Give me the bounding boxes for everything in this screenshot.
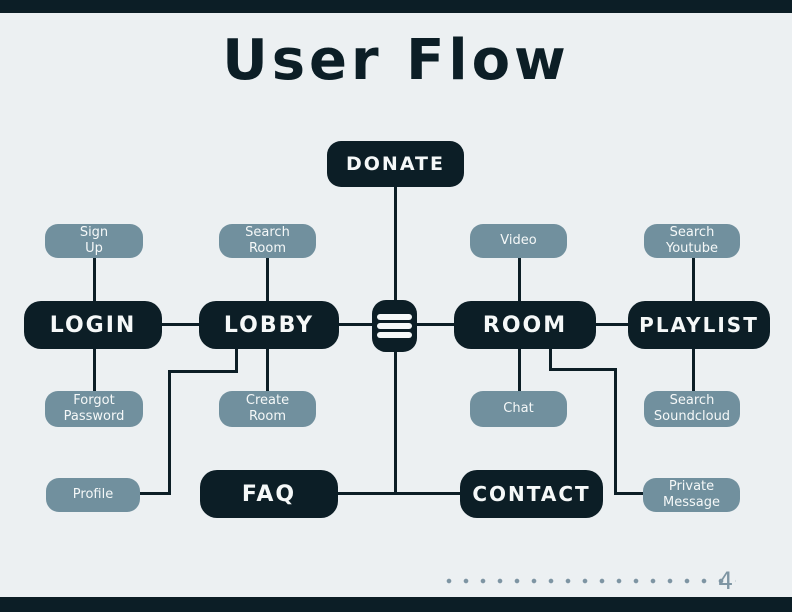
connector-playlist-searchsoundcloud [692, 349, 695, 392]
top-bar [0, 0, 792, 13]
connector-room-privatemessage-seg1 [549, 349, 552, 371]
node-sign-up: Sign Up [45, 224, 143, 258]
node-video-line1: Video [500, 233, 537, 248]
node-sign-up-line1: Sign [79, 225, 109, 240]
connector-room-playlist [596, 323, 628, 326]
connector-login-lobby [162, 323, 199, 326]
node-search-room: Search Room [219, 224, 316, 258]
node-private-message: Private Message [643, 478, 740, 512]
node-create-room-line1: Create [245, 393, 290, 408]
node-search-room-line2: Room [248, 241, 287, 256]
node-private-message-line2: Message [663, 495, 720, 510]
node-chat: Chat [470, 391, 567, 427]
node-playlist-label: PLAYLIST [639, 313, 759, 337]
node-search-youtube-line1: Search [669, 225, 715, 240]
node-login: LOGIN [24, 301, 162, 349]
node-search-soundcloud: Search Soundcloud [644, 391, 740, 427]
node-private-message-line1: Private [668, 479, 715, 494]
node-faq: FAQ [200, 470, 338, 518]
node-lobby-label: LOBBY [223, 312, 315, 338]
node-search-soundcloud-line2: Soundcloud [653, 409, 731, 424]
node-contact: CONTACT [460, 470, 603, 518]
menu-bar-line [377, 332, 412, 338]
menu-bar-line [377, 314, 412, 320]
node-sign-up-line2: Up [85, 241, 103, 256]
connector-room-privatemessage-seg4 [614, 492, 643, 495]
connector-room-privatemessage-seg2 [549, 368, 617, 371]
page-title: User Flow [222, 28, 570, 93]
node-contact-label: CONTACT [472, 482, 591, 506]
connector-signup-login [93, 258, 96, 302]
connector-login-forgotpassword [93, 349, 96, 392]
connector-lobby-menu [339, 323, 372, 326]
connector-video-room [518, 258, 521, 302]
connector-searchroom-lobby [266, 258, 269, 302]
node-forgot-password-line2: Password [63, 409, 125, 424]
node-create-room: Create Room [219, 391, 316, 427]
node-faq-label: FAQ [241, 481, 297, 507]
node-playlist: PLAYLIST [628, 301, 770, 349]
node-search-soundcloud-line1: Search [669, 393, 715, 408]
node-donate-label: DONATE [346, 153, 445, 175]
node-donate: DONATE [327, 141, 464, 187]
hamburger-menu-icon [372, 300, 417, 352]
node-profile-line1: Profile [72, 487, 114, 502]
connector-lobby-profile-seg1 [235, 349, 238, 373]
page-number: 4 [718, 567, 734, 595]
node-forgot-password-line1: Forgot [73, 393, 115, 408]
bottom-bar [0, 597, 792, 612]
node-chat-line1: Chat [503, 401, 534, 416]
node-search-youtube-line2: Youtube [666, 241, 718, 256]
connector-lobby-createroom [266, 349, 269, 392]
connector-searchyoutube-playlist [692, 258, 695, 302]
connector-lobby-profile-seg4 [140, 492, 171, 495]
node-profile: Profile [46, 478, 140, 512]
node-room: ROOM [454, 301, 596, 349]
node-login-label: LOGIN [49, 312, 137, 338]
connector-lobby-profile-seg2 [168, 370, 238, 373]
node-forgot-password: Forgot Password [45, 391, 143, 427]
node-room-label: ROOM [482, 312, 568, 338]
menu-bar-line [377, 323, 412, 329]
connector-lobby-profile-seg3 [168, 370, 171, 495]
connector-menu-bottomrow [394, 352, 397, 495]
node-lobby: LOBBY [199, 301, 339, 349]
connector-menu-room [417, 323, 454, 326]
node-search-youtube: Search Youtube [644, 224, 740, 258]
connector-faq-contact [338, 492, 460, 495]
connector-room-privatemessage-seg3 [614, 368, 617, 495]
connector-room-chat [518, 349, 521, 392]
connector-donate-menu [394, 187, 397, 301]
node-create-room-line2: Room [248, 409, 287, 424]
pagination-dots [446, 578, 736, 584]
node-video: Video [470, 224, 567, 258]
node-search-room-line1: Search [245, 225, 290, 240]
